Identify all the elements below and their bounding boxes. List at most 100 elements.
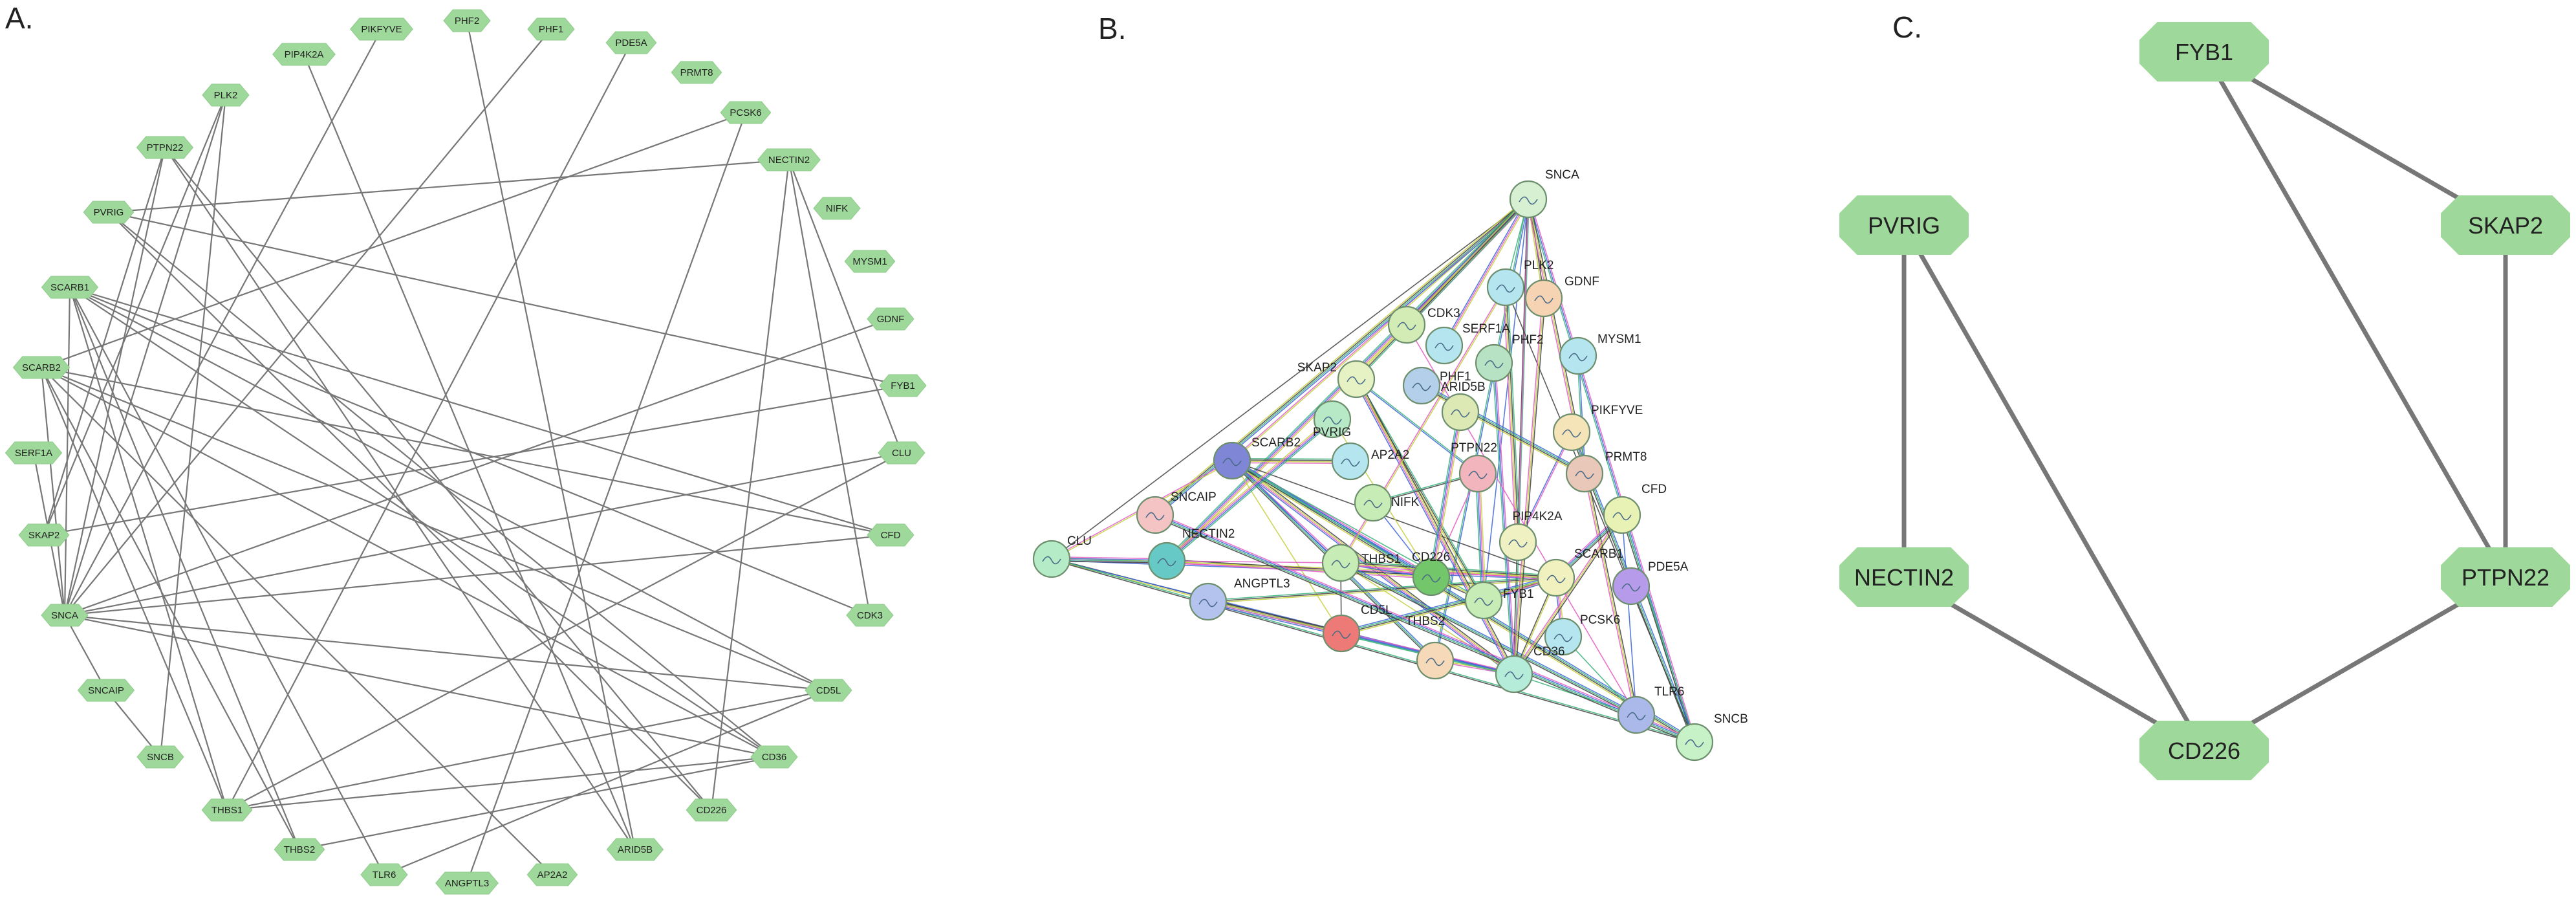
node-thbs1[interactable]: THBS1: [1321, 543, 1401, 582]
node-skap2-label: SKAP2: [2468, 212, 2543, 239]
node-ap2a2-label: AP2A2: [537, 870, 568, 881]
node-thbs2-label: THBS2: [284, 844, 315, 855]
node-pvrig[interactable]: PVRIG: [1839, 195, 1969, 255]
node-prmt8[interactable]: PRMT8: [1565, 450, 1647, 493]
node-serf1a[interactable]: SERF1A: [5, 441, 63, 465]
node-skap2[interactable]: SKAP2: [1297, 360, 1376, 399]
node-phf1[interactable]: PHF1: [1402, 366, 1471, 405]
node-pvrig-label: PVRIG: [94, 207, 124, 218]
node-ap2a2[interactable]: AP2A2: [526, 863, 578, 886]
node-plk2[interactable]: PLK2: [202, 83, 250, 107]
node-fyb1[interactable]: FYB1: [879, 374, 927, 397]
panel-c-label: C.: [1892, 10, 1922, 44]
node-sncb[interactable]: SNCB: [1675, 712, 1748, 761]
node-ptpn22[interactable]: PTPN22: [1451, 441, 1497, 493]
node-angptl3[interactable]: ANGPTL3: [1189, 577, 1290, 621]
node-clu[interactable]: CLU: [878, 441, 925, 465]
node-thbs2[interactable]: THBS2: [1405, 615, 1455, 680]
node-nectin2[interactable]: NECTIN2: [757, 148, 821, 171]
node-scarb1[interactable]: SCARB1: [41, 276, 99, 299]
node-clu[interactable]: CLU: [1032, 534, 1092, 578]
node-pcsk6[interactable]: PCSK6: [720, 101, 772, 124]
node-cdk3[interactable]: CDK3: [846, 604, 894, 627]
node-fyb1[interactable]: FYB1: [2139, 22, 2269, 82]
node-nectin2[interactable]: NECTIN2: [1839, 547, 1969, 607]
node-pikfyve[interactable]: PIKFYVE: [1552, 404, 1643, 452]
node-skap2[interactable]: SKAP2: [2441, 195, 2570, 255]
node-sncaip[interactable]: SNCAIP: [1136, 490, 1217, 534]
node-tlr6[interactable]: TLR6: [1617, 685, 1684, 734]
node-snca[interactable]: SNCA: [41, 604, 89, 627]
node-cd36-label: CD36: [762, 752, 786, 763]
node-ptpn22[interactable]: PTPN22: [136, 136, 194, 159]
node-cd226[interactable]: CD226: [1412, 551, 1450, 597]
node-cdk3-shape: [846, 604, 894, 627]
edge-cd36-thbs2: [299, 756, 775, 851]
node-cd226[interactable]: CD226: [2139, 721, 2269, 780]
node-cfd[interactable]: CFD: [867, 523, 915, 547]
node-fyb1-label: FYB1: [2175, 39, 2233, 65]
node-pip4k2a[interactable]: PIP4K2A: [1499, 510, 1563, 562]
node-thbs2[interactable]: THBS2: [274, 838, 325, 861]
node-mysm1[interactable]: MYSM1: [1559, 333, 1641, 375]
node-scarb2[interactable]: SCARB2: [12, 356, 70, 379]
edge-ap2a2-scarb2: [41, 367, 553, 875]
node-thbs1-circle: [1321, 543, 1360, 582]
node-pde5a[interactable]: PDE5A: [605, 31, 657, 54]
node-tlr6[interactable]: TLR6: [360, 863, 408, 886]
edge-ptpn22-fyb1: [1475, 473, 1487, 601]
node-arid5b[interactable]: ARID5B: [606, 838, 664, 861]
node-thbs1[interactable]: THBS1: [201, 798, 253, 822]
node-pikfyve-shape: [350, 17, 413, 41]
node-pde5a[interactable]: PDE5A: [1612, 560, 1689, 606]
edge-nectin2-clu: [788, 159, 903, 454]
node-prmt8[interactable]: PRMT8: [671, 61, 722, 84]
node-thbs1-label: THBS1: [1361, 553, 1401, 566]
node-pvrig[interactable]: PVRIG: [83, 201, 135, 224]
node-nectin2[interactable]: NECTIN2: [1147, 527, 1235, 580]
node-prmt8-shape: [671, 61, 722, 84]
node-gdnf[interactable]: GDNF: [867, 307, 915, 331]
panel-a-edges: [32, 20, 904, 884]
node-angptl3[interactable]: ANGPTL3: [435, 871, 499, 895]
node-gdnf[interactable]: GDNF: [1524, 275, 1599, 318]
node-plk2-circle: [1486, 268, 1525, 307]
node-scarb2[interactable]: SCARB2: [1213, 436, 1301, 480]
node-pip4k2a[interactable]: PIP4K2A: [272, 43, 336, 66]
node-cd5l[interactable]: CD5L: [1322, 604, 1392, 653]
node-serf1a[interactable]: SERF1A: [1425, 322, 1510, 365]
node-plk2[interactable]: PLK2: [1486, 259, 1553, 307]
node-phf1[interactable]: PHF1: [527, 17, 575, 41]
node-pvrig[interactable]: PVRIG: [1313, 400, 1351, 439]
node-cd226[interactable]: CD226: [686, 798, 737, 822]
edge-snca-pip4k2a: [1517, 199, 1529, 543]
node-scarb1[interactable]: SCARB1: [1537, 547, 1623, 597]
node-snca[interactable]: SNCA: [1509, 168, 1579, 219]
node-sncaip[interactable]: SNCAIP: [77, 679, 135, 702]
node-phf2[interactable]: PHF2: [443, 9, 491, 32]
node-pcsk6[interactable]: PCSK6: [1544, 613, 1620, 656]
node-angptl3-label: ANGPTL3: [445, 878, 489, 889]
node-sncb[interactable]: SNCB: [136, 745, 184, 769]
node-ap2a2[interactable]: AP2A2: [1331, 442, 1409, 481]
node-cdk3-label: CDK3: [1427, 307, 1460, 320]
node-ptpn22[interactable]: PTPN22: [2441, 547, 2570, 607]
node-phf1-label: PHF1: [539, 24, 563, 35]
node-pip4k2a-shape: [272, 43, 336, 66]
node-pikfyve[interactable]: PIKFYVE: [350, 17, 413, 41]
node-cfd[interactable]: CFD: [1603, 483, 1667, 534]
edge-pvrig-fyb1: [108, 211, 904, 387]
node-cd36[interactable]: CD36: [1495, 645, 1565, 694]
node-cdk3[interactable]: CDK3: [1387, 305, 1460, 344]
node-phf2[interactable]: PHF2: [1475, 333, 1544, 382]
node-fyb1[interactable]: FYB1: [1464, 581, 1534, 620]
node-mysm1[interactable]: MYSM1: [844, 250, 896, 273]
node-scarb1-structure-icon: [1546, 575, 1566, 584]
node-cd36[interactable]: CD36: [750, 745, 798, 769]
node-serf1a-shape: [5, 441, 63, 465]
node-arid5b[interactable]: ARID5B: [1441, 380, 1486, 432]
node-nifk[interactable]: NIFK: [1354, 483, 1420, 522]
node-cd5l[interactable]: CD5L: [805, 679, 852, 702]
node-nifk[interactable]: NIFK: [813, 197, 861, 220]
node-skap2[interactable]: SKAP2: [18, 523, 70, 547]
